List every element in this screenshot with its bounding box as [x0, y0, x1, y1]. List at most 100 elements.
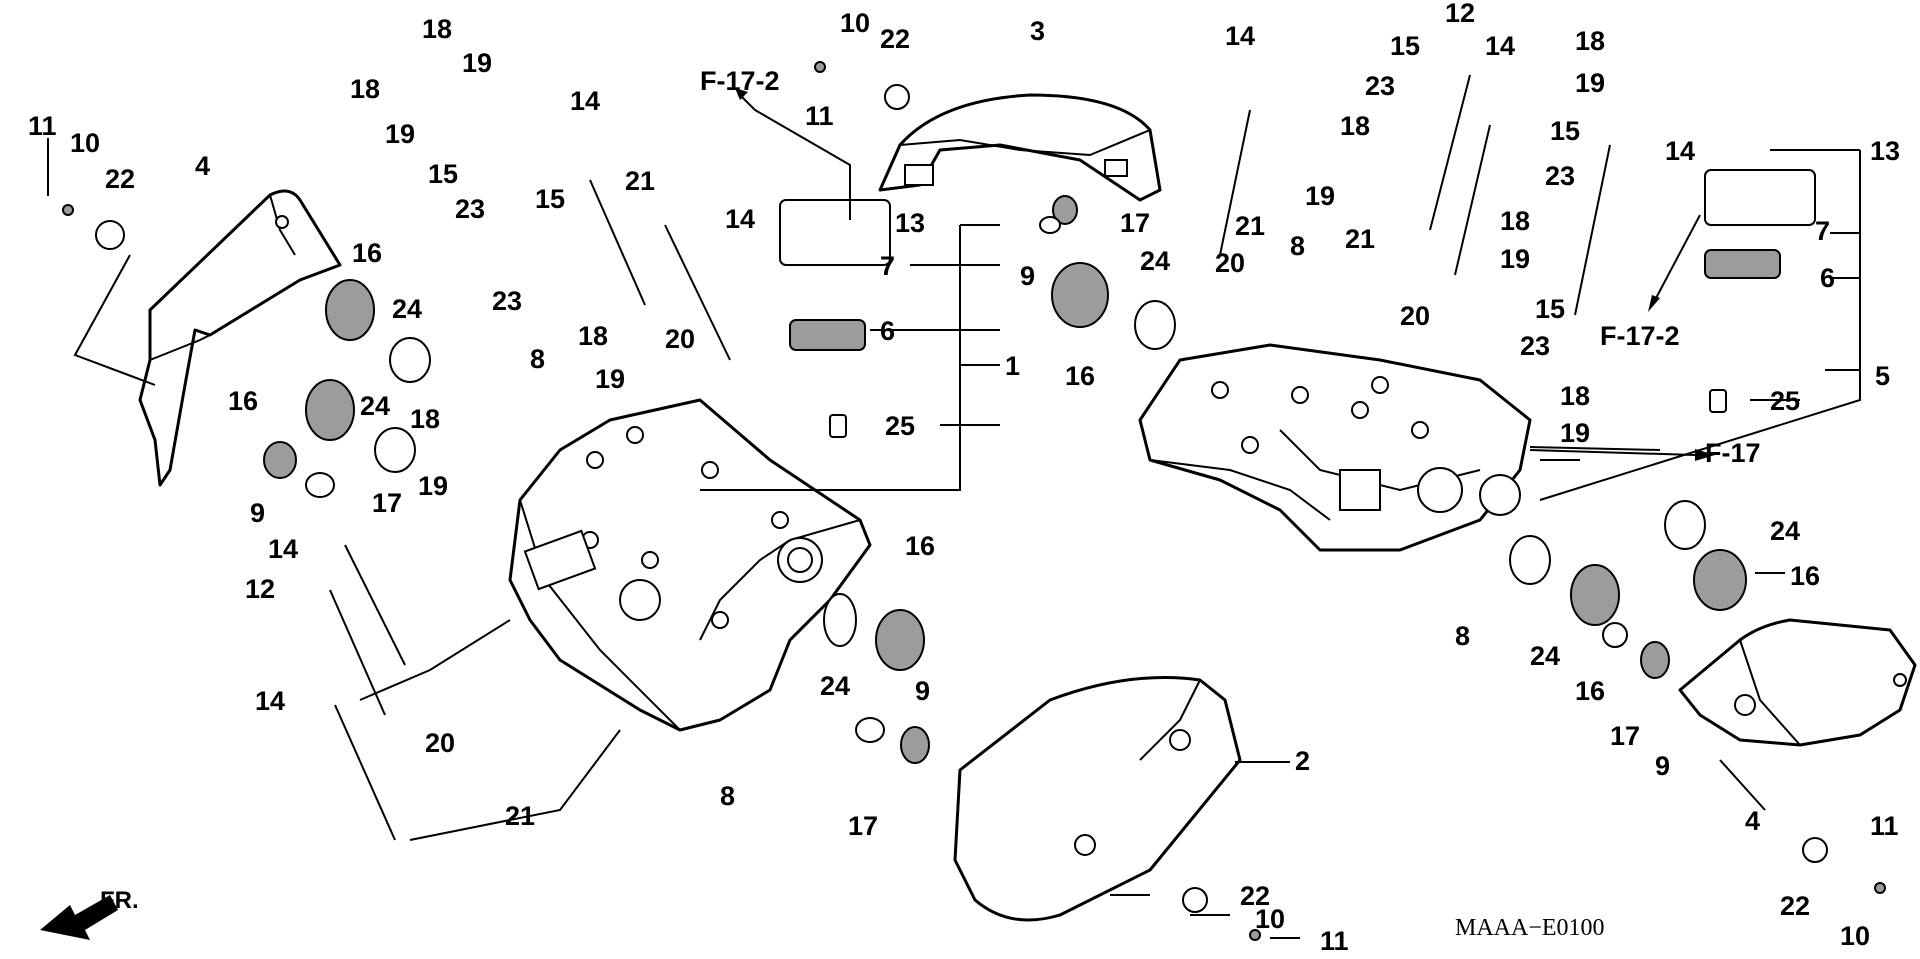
callout-14: 14: [570, 86, 600, 116]
callout-16: 16: [352, 238, 382, 268]
callout-11: 11: [28, 111, 57, 141]
callout-16: 16: [228, 386, 258, 416]
callout-8: 8: [530, 344, 545, 374]
callout-14: 14: [268, 534, 298, 564]
callout-5: 5: [1875, 361, 1890, 391]
callout-8: 8: [720, 781, 735, 811]
callout-22: 22: [1240, 881, 1270, 911]
callout-15: 15: [1390, 31, 1420, 61]
front-direction-label: FR.: [100, 887, 139, 914]
callout-13: 13: [1870, 136, 1900, 166]
callout-17: 17: [372, 488, 402, 518]
callout-11: 11: [1320, 926, 1349, 956]
callout-19: 19: [1500, 244, 1530, 274]
callout-23: 23: [492, 286, 522, 316]
callout-21: 21: [625, 166, 655, 196]
callout-10: 10: [70, 128, 100, 158]
callout-24: 24: [1770, 516, 1800, 546]
diagram-code: MAAA−E0100: [1455, 915, 1605, 941]
callout-19: 19: [418, 471, 448, 501]
callout-10: 10: [1255, 904, 1285, 934]
callout-17: 17: [848, 811, 878, 841]
callout-18: 18: [422, 14, 452, 44]
callout-25: 25: [885, 411, 915, 441]
callout-25: 25: [1770, 386, 1800, 416]
front-direction-arrow: [40, 895, 118, 940]
callout-6: 6: [1820, 263, 1835, 293]
callout-23: 23: [1520, 331, 1550, 361]
callout-4: 4: [1745, 806, 1760, 836]
callout-23: 23: [1365, 71, 1395, 101]
callout-9: 9: [1655, 751, 1670, 781]
callout-19: 19: [385, 119, 415, 149]
callout-22: 22: [880, 24, 910, 54]
callout-14: 14: [1225, 21, 1255, 51]
callout-10: 10: [1840, 921, 1870, 951]
ref-f17-2-right: F-17-2: [1600, 321, 1680, 351]
callout-14: 14: [1665, 136, 1695, 166]
callout-21: 21: [1345, 224, 1375, 254]
callout-18: 18: [1500, 206, 1530, 236]
callout-2: 2: [1295, 746, 1310, 776]
left-head-cover-drawing: [508, 398, 872, 732]
callout-9: 9: [915, 676, 930, 706]
callout-16: 16: [1575, 676, 1605, 706]
left-side-cover-drawing: [138, 189, 342, 487]
callout-17: 17: [1610, 721, 1640, 751]
callout-8: 8: [1455, 621, 1470, 651]
callout-22: 22: [105, 164, 135, 194]
callout-21: 21: [505, 801, 535, 831]
callout-16: 16: [1065, 361, 1095, 391]
callout-20: 20: [425, 728, 455, 758]
callout-14: 14: [1485, 31, 1515, 61]
callout-15: 15: [1550, 116, 1580, 146]
callout-6: 6: [880, 316, 895, 346]
callout-24: 24: [360, 391, 390, 421]
callout-4: 4: [195, 151, 210, 181]
callout-1: 1: [1005, 351, 1020, 381]
f17-2-right-arrow: [1648, 214, 1701, 312]
callout-24: 24: [1530, 641, 1560, 671]
callout-16: 16: [1790, 561, 1820, 591]
callout-14: 14: [725, 204, 755, 234]
callout-20: 20: [665, 324, 695, 354]
callout-8: 8: [1290, 231, 1305, 261]
callout-18: 18: [410, 404, 440, 434]
callout-11: 11: [1870, 811, 1899, 841]
callout-16: 16: [905, 531, 935, 561]
leader-lines: [47, 109, 1861, 939]
callout-18: 18: [1340, 111, 1370, 141]
callout-18: 18: [1575, 26, 1605, 56]
callout-18: 18: [350, 74, 380, 104]
callout-13: 13: [895, 208, 925, 238]
callout-15: 15: [535, 184, 565, 214]
small-parts-drawing: [62, 61, 1886, 941]
callout-19: 19: [1575, 68, 1605, 98]
callout-7: 7: [1815, 216, 1830, 246]
f17-arrow: [1529, 449, 1715, 461]
top-cover-drawing: [878, 93, 1162, 202]
right-head-cover-drawing: [1138, 343, 1532, 552]
callout-20: 20: [1215, 248, 1245, 278]
callout-18: 18: [1560, 381, 1590, 411]
callout-7: 7: [880, 251, 895, 281]
callout-9: 9: [250, 498, 265, 528]
callout-19: 19: [595, 364, 625, 394]
callout-19: 19: [1305, 181, 1335, 211]
callout-21: 21: [1235, 211, 1265, 241]
callout-18: 18: [578, 321, 608, 351]
f17-2-left-arrow: [735, 88, 756, 111]
callout-9: 9: [1020, 261, 1035, 291]
callout-12: 12: [1445, 0, 1475, 28]
ref-f17: F-17: [1705, 438, 1761, 468]
callout-10: 10: [840, 8, 870, 38]
callout-11: 11: [805, 101, 834, 131]
callout-12: 12: [245, 574, 275, 604]
callout-15: 15: [428, 159, 458, 189]
callout-23: 23: [455, 194, 485, 224]
rear-cover-drawing: [953, 676, 1242, 922]
callout-19: 19: [462, 48, 492, 78]
ref-f17-2-left: F-17-2: [700, 66, 780, 96]
callout-14: 14: [255, 686, 285, 716]
callout-17: 17: [1120, 208, 1150, 238]
